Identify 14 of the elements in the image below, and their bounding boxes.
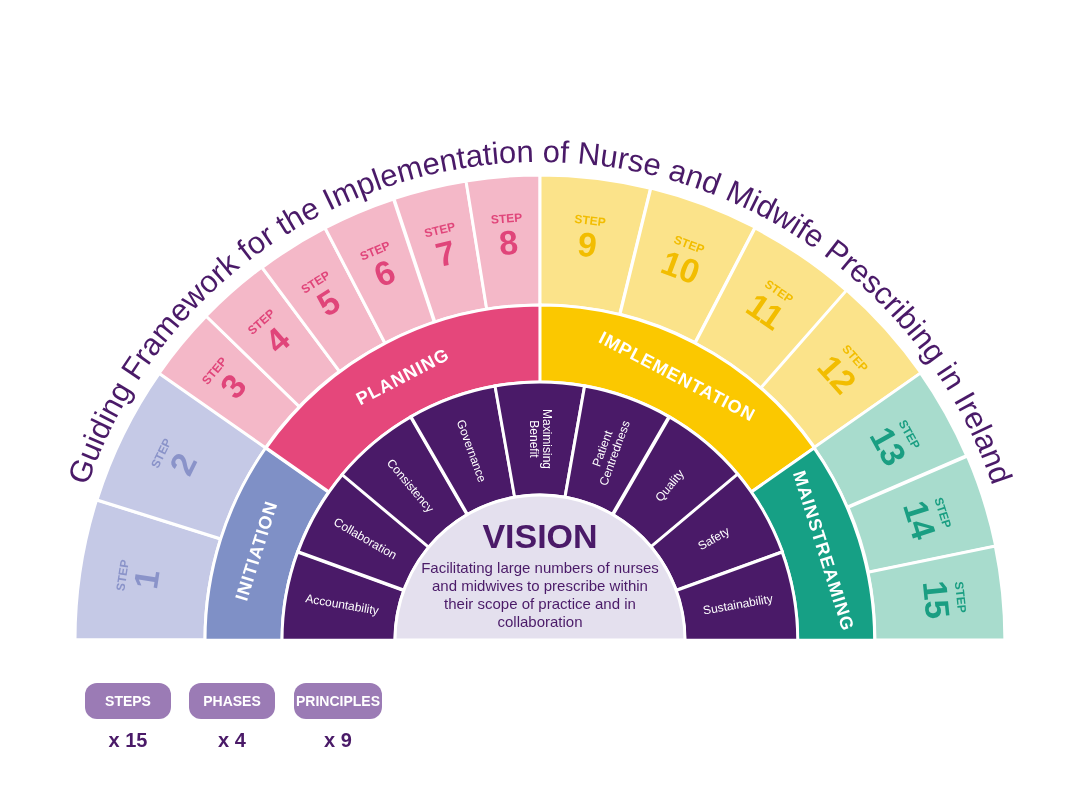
step-segment (540, 175, 651, 315)
step-number: 8 (497, 225, 519, 261)
principle-name: Sustainability (701, 591, 776, 619)
vision-heading: VISION (481, 517, 599, 556)
count-label: x 4 (217, 729, 247, 752)
step-segment (75, 500, 221, 640)
count-label: x 9 (323, 729, 353, 752)
count-label: x 15 (107, 729, 149, 752)
legend-pill: PRINCIPLES (294, 683, 382, 719)
legend-pill: PHASES (189, 683, 275, 719)
step-segment (868, 545, 1005, 640)
legend-pill: STEPS (85, 683, 171, 719)
principle-name: Maximising Benefit (527, 407, 553, 471)
vision-statement: Facilitating large numbers of nurses and midwives to prescribe within their scope of practice and in collaboration (420, 559, 660, 631)
